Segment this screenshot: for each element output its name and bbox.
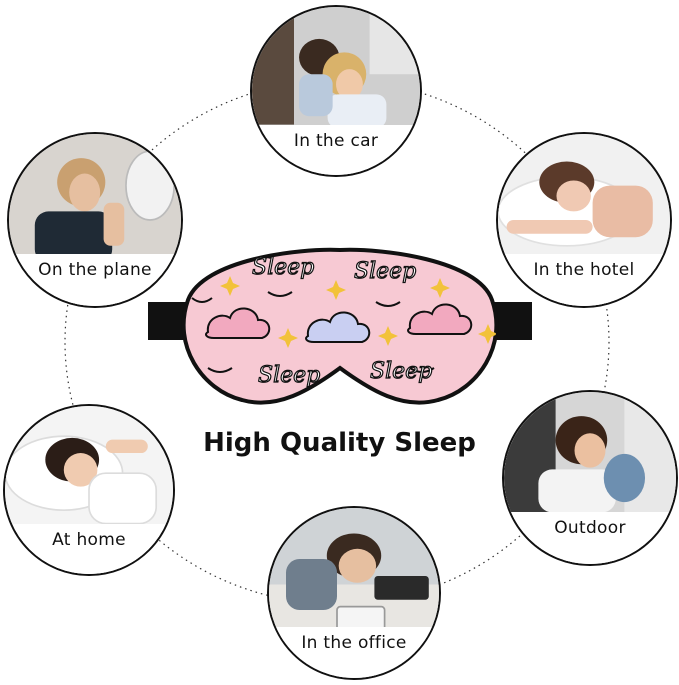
scene-at-home: At home (3, 404, 175, 576)
scene-in-the-hotel: In the hotel (496, 132, 672, 308)
pink-cloud-left (205, 307, 271, 339)
star-icon (220, 276, 240, 296)
mask-strap-right (492, 302, 532, 340)
closed-eye-icon (191, 297, 213, 303)
home-label-band: At home (5, 523, 173, 574)
closed-eye-icon (375, 301, 401, 307)
mask-print-text: Sleep (252, 255, 314, 280)
blue-cloud (305, 311, 371, 343)
sleep-mask: Sleep Sleep Sleep Sleep (148, 247, 532, 405)
star-icon (430, 278, 450, 298)
closed-eye-icon (267, 291, 293, 297)
label-on-the-plane: On the plane (38, 260, 152, 281)
label-in-the-office: In the office (301, 633, 407, 653)
mask-strap-left (148, 302, 188, 340)
mask-print-text: Sleep (370, 359, 432, 384)
star-icon (326, 280, 346, 300)
star-icon (478, 324, 497, 344)
label-in-the-hotel: In the hotel (533, 260, 635, 281)
scene-outdoor: Outdoor (502, 390, 678, 566)
plane-label-band: On the plane (9, 254, 181, 306)
office-label-band: In the office (269, 627, 439, 678)
scene-in-the-office: In the office (267, 506, 441, 680)
star-icon (378, 326, 398, 346)
label-at-home: At home (52, 529, 126, 550)
pink-cloud-right (407, 303, 473, 335)
car-label-band: In the car (252, 124, 420, 175)
label-outdoor: Outdoor (554, 518, 626, 539)
star-icon (278, 328, 298, 348)
closed-eye-icon (207, 367, 233, 373)
mask-print-text: Sleep (354, 259, 416, 284)
scene-in-the-car: In the car (250, 5, 422, 177)
headline: High Quality Sleep (203, 428, 476, 458)
label-in-the-car: In the car (293, 130, 379, 151)
outdoor-label-band: Outdoor (504, 512, 676, 564)
closed-eye-icon (409, 367, 435, 373)
mask-print-text: Sleep (258, 363, 320, 388)
hotel-label-band: In the hotel (498, 254, 670, 306)
scene-on-the-plane: On the plane (7, 132, 183, 308)
